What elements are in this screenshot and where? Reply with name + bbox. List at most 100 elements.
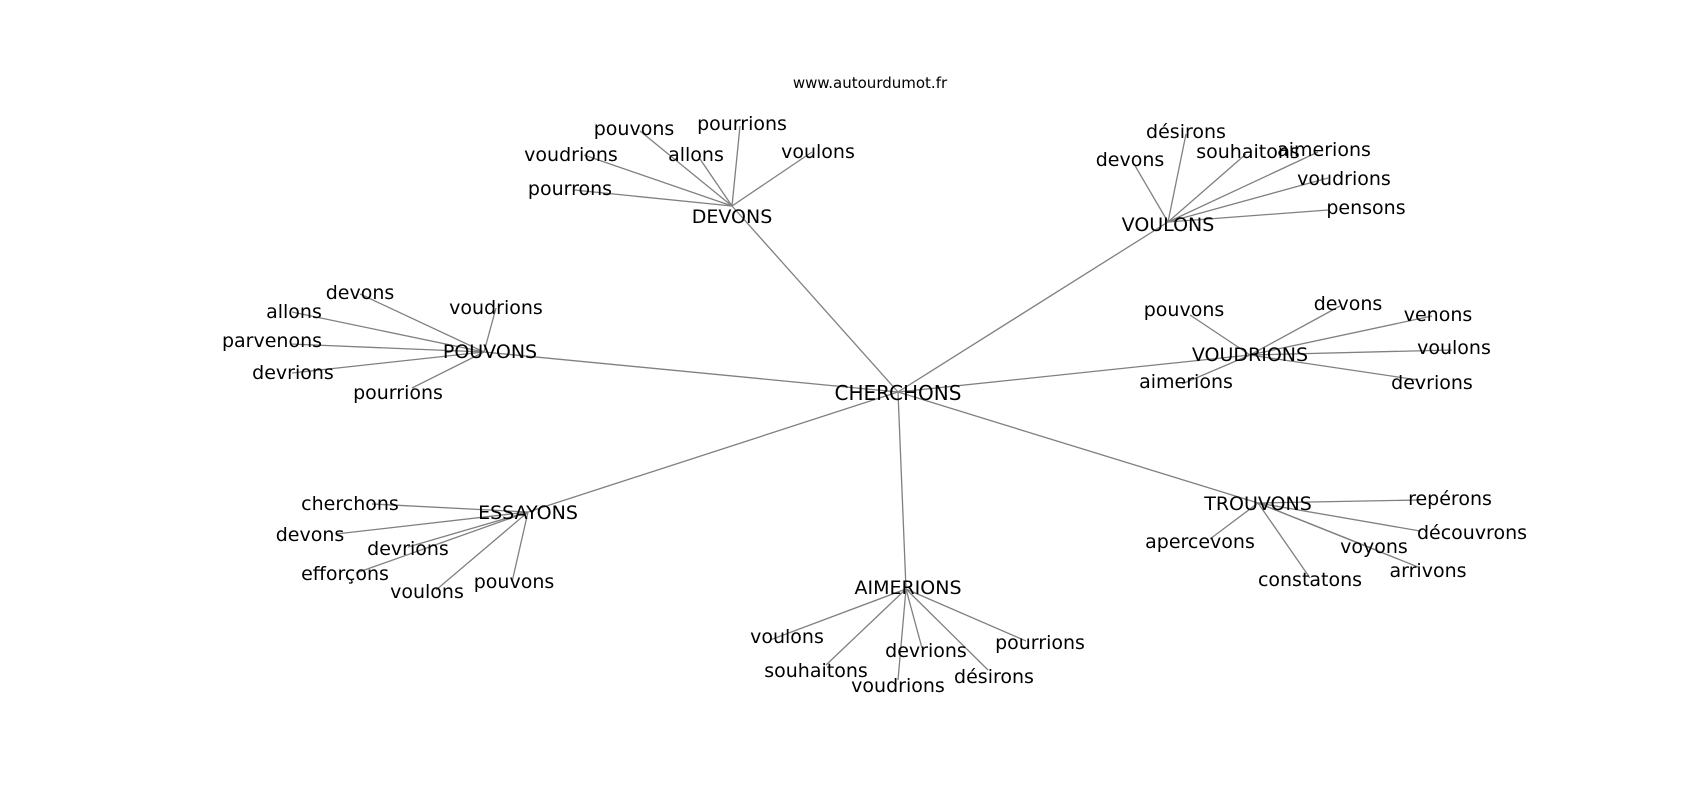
edge-essayons-leaf bbox=[355, 511, 529, 574]
leaf-node[interactable]: devrions bbox=[252, 362, 334, 384]
leaf-node[interactable]: allons bbox=[668, 144, 724, 166]
leaf-node[interactable]: cherchons bbox=[301, 493, 399, 515]
leaf-node[interactable]: allons bbox=[266, 301, 322, 323]
leaf-node[interactable]: devons bbox=[1096, 149, 1165, 171]
edge-trouvons-leaf bbox=[1257, 502, 1311, 579]
leaf-node[interactable]: voyons bbox=[1340, 536, 1408, 558]
edge-voulons-leaf bbox=[1167, 209, 1329, 223]
edge-devons-leaf bbox=[639, 130, 733, 207]
leaf-node[interactable]: devons bbox=[1314, 293, 1383, 315]
edge-pouvons-leaf bbox=[483, 307, 497, 353]
edge-center-trouvons bbox=[897, 391, 1259, 504]
edge-trouvons-leaf bbox=[1257, 502, 1419, 568]
leaf-node[interactable]: voudrions bbox=[851, 675, 945, 697]
leaf-node[interactable]: apercevons bbox=[1145, 531, 1255, 553]
leaf-node[interactable]: désirons bbox=[1146, 121, 1226, 143]
leaf-node[interactable]: voulons bbox=[390, 581, 464, 603]
leaf-node[interactable]: parvenons bbox=[222, 330, 322, 352]
leaf-node[interactable]: pouvons bbox=[594, 118, 675, 140]
hub-node-devons[interactable]: DEVONS bbox=[692, 206, 773, 228]
leaf-node[interactable]: devrions bbox=[367, 538, 449, 560]
leaf-node[interactable]: voulons bbox=[750, 626, 824, 648]
edge-trouvons-leaf bbox=[1257, 499, 1421, 504]
leaf-node[interactable]: devrions bbox=[1391, 372, 1473, 394]
leaf-node[interactable]: souhaitons bbox=[1196, 141, 1300, 163]
leaf-node[interactable]: repérons bbox=[1408, 488, 1492, 510]
edge-voudrions-leaf bbox=[1249, 349, 1453, 356]
leaf-node[interactable]: voudrions bbox=[524, 144, 618, 166]
edge-center-devons bbox=[731, 205, 899, 393]
leaf-node[interactable]: voulons bbox=[1417, 337, 1491, 359]
leaf-node[interactable]: découvrons bbox=[1417, 522, 1527, 544]
edge-aimerions-leaf bbox=[769, 588, 907, 641]
leaf-node[interactable]: souhaitons bbox=[764, 660, 868, 682]
edge-voulons-leaf bbox=[1167, 151, 1319, 223]
site-watermark[interactable]: www.autourdumot.fr bbox=[793, 74, 948, 92]
center-node-label[interactable]: CHERCHONS bbox=[835, 381, 962, 405]
edge-voulons-leaf bbox=[1133, 163, 1169, 223]
edge-center-voulons bbox=[897, 221, 1169, 393]
leaf-node[interactable]: constatons bbox=[1258, 569, 1362, 591]
edge-voudrions-leaf bbox=[1249, 354, 1419, 381]
edge-devons-leaf bbox=[699, 158, 733, 207]
edge-essayons-leaf bbox=[371, 503, 529, 513]
leaf-node[interactable]: pourrions bbox=[697, 113, 787, 135]
edge-pouvons-leaf bbox=[359, 293, 485, 353]
edge-aimerions-leaf bbox=[897, 588, 907, 681]
hub-node-trouvons[interactable]: TROUVONS bbox=[1203, 493, 1312, 515]
edge-center-aimerions bbox=[897, 391, 907, 590]
edge-voudrions-leaf bbox=[1249, 305, 1341, 356]
leaf-node[interactable]: aimerions bbox=[1277, 139, 1371, 161]
leaf-node[interactable]: pourrions bbox=[353, 382, 443, 404]
hub-node-voulons[interactable]: VOULONS bbox=[1122, 214, 1215, 236]
edge-essayons-leaf bbox=[407, 511, 529, 548]
leaf-node[interactable]: voulons bbox=[781, 141, 855, 163]
edge-pouvons-leaf bbox=[291, 351, 485, 374]
edge-voulons-leaf bbox=[1167, 153, 1247, 223]
edge-devons-leaf bbox=[583, 154, 733, 207]
hub-node-essayons[interactable]: ESSAYONS bbox=[478, 502, 578, 524]
edge-essayons-leaf bbox=[511, 511, 529, 583]
edge-devons-leaf bbox=[573, 189, 733, 207]
leaf-node[interactable]: aimerions bbox=[1139, 371, 1233, 393]
leaf-node[interactable]: pouvons bbox=[474, 571, 555, 593]
leaf-node[interactable]: pourrions bbox=[995, 632, 1085, 654]
edge-center-pouvons bbox=[483, 351, 899, 393]
leaf-node[interactable]: pensons bbox=[1326, 197, 1405, 219]
leaf-node[interactable]: désirons bbox=[954, 666, 1034, 688]
leaf-node[interactable]: devons bbox=[326, 282, 395, 304]
leaf-node[interactable]: voudrions bbox=[1297, 168, 1391, 190]
graph-edges bbox=[289, 125, 1453, 681]
edge-pouvons-leaf bbox=[411, 351, 485, 389]
leaf-node[interactable]: pouvons bbox=[1144, 299, 1225, 321]
leaf-node[interactable]: venons bbox=[1404, 304, 1473, 326]
edge-voudrions-leaf bbox=[1249, 315, 1433, 356]
leaf-node[interactable]: pourrons bbox=[528, 178, 612, 200]
edge-devons-leaf bbox=[731, 151, 813, 207]
edge-trouvons-leaf bbox=[1209, 502, 1259, 540]
edge-voulons-leaf bbox=[1167, 133, 1187, 223]
edge-aimerions-leaf bbox=[825, 588, 907, 666]
leaf-node[interactable]: devrions bbox=[885, 640, 967, 662]
edge-devons-leaf bbox=[731, 125, 741, 207]
edge-voudrions-leaf bbox=[1181, 354, 1251, 385]
hub-node-pouvons[interactable]: POUVONS bbox=[443, 341, 537, 363]
leaf-node[interactable]: voudrions bbox=[449, 297, 543, 319]
hub-node-aimerions[interactable]: AIMERIONS bbox=[854, 577, 961, 599]
leaf-node[interactable]: devons bbox=[276, 524, 345, 546]
edge-aimerions-leaf bbox=[905, 588, 923, 649]
edge-aimerions-leaf bbox=[905, 588, 989, 671]
edge-essayons-leaf bbox=[435, 511, 529, 591]
hub-node-voudrions[interactable]: VOUDRIONS bbox=[1192, 344, 1308, 366]
leaf-node[interactable]: efforçons bbox=[301, 563, 389, 585]
edge-aimerions-leaf bbox=[905, 588, 1027, 642]
edge-trouvons-leaf bbox=[1257, 502, 1421, 532]
graph-labels: www.autourdumot.fr CHERCHONS DEVONS pouvo… bbox=[222, 74, 1527, 697]
leaf-node[interactable]: arrivons bbox=[1389, 560, 1466, 582]
edge-pouvons-leaf bbox=[289, 343, 485, 353]
edge-center-voudrions bbox=[897, 354, 1251, 393]
edge-essayons-leaf bbox=[335, 511, 529, 535]
edge-center-essayons bbox=[527, 391, 899, 513]
edge-voudrions-leaf bbox=[1189, 314, 1251, 356]
edge-pouvons-leaf bbox=[291, 311, 485, 353]
